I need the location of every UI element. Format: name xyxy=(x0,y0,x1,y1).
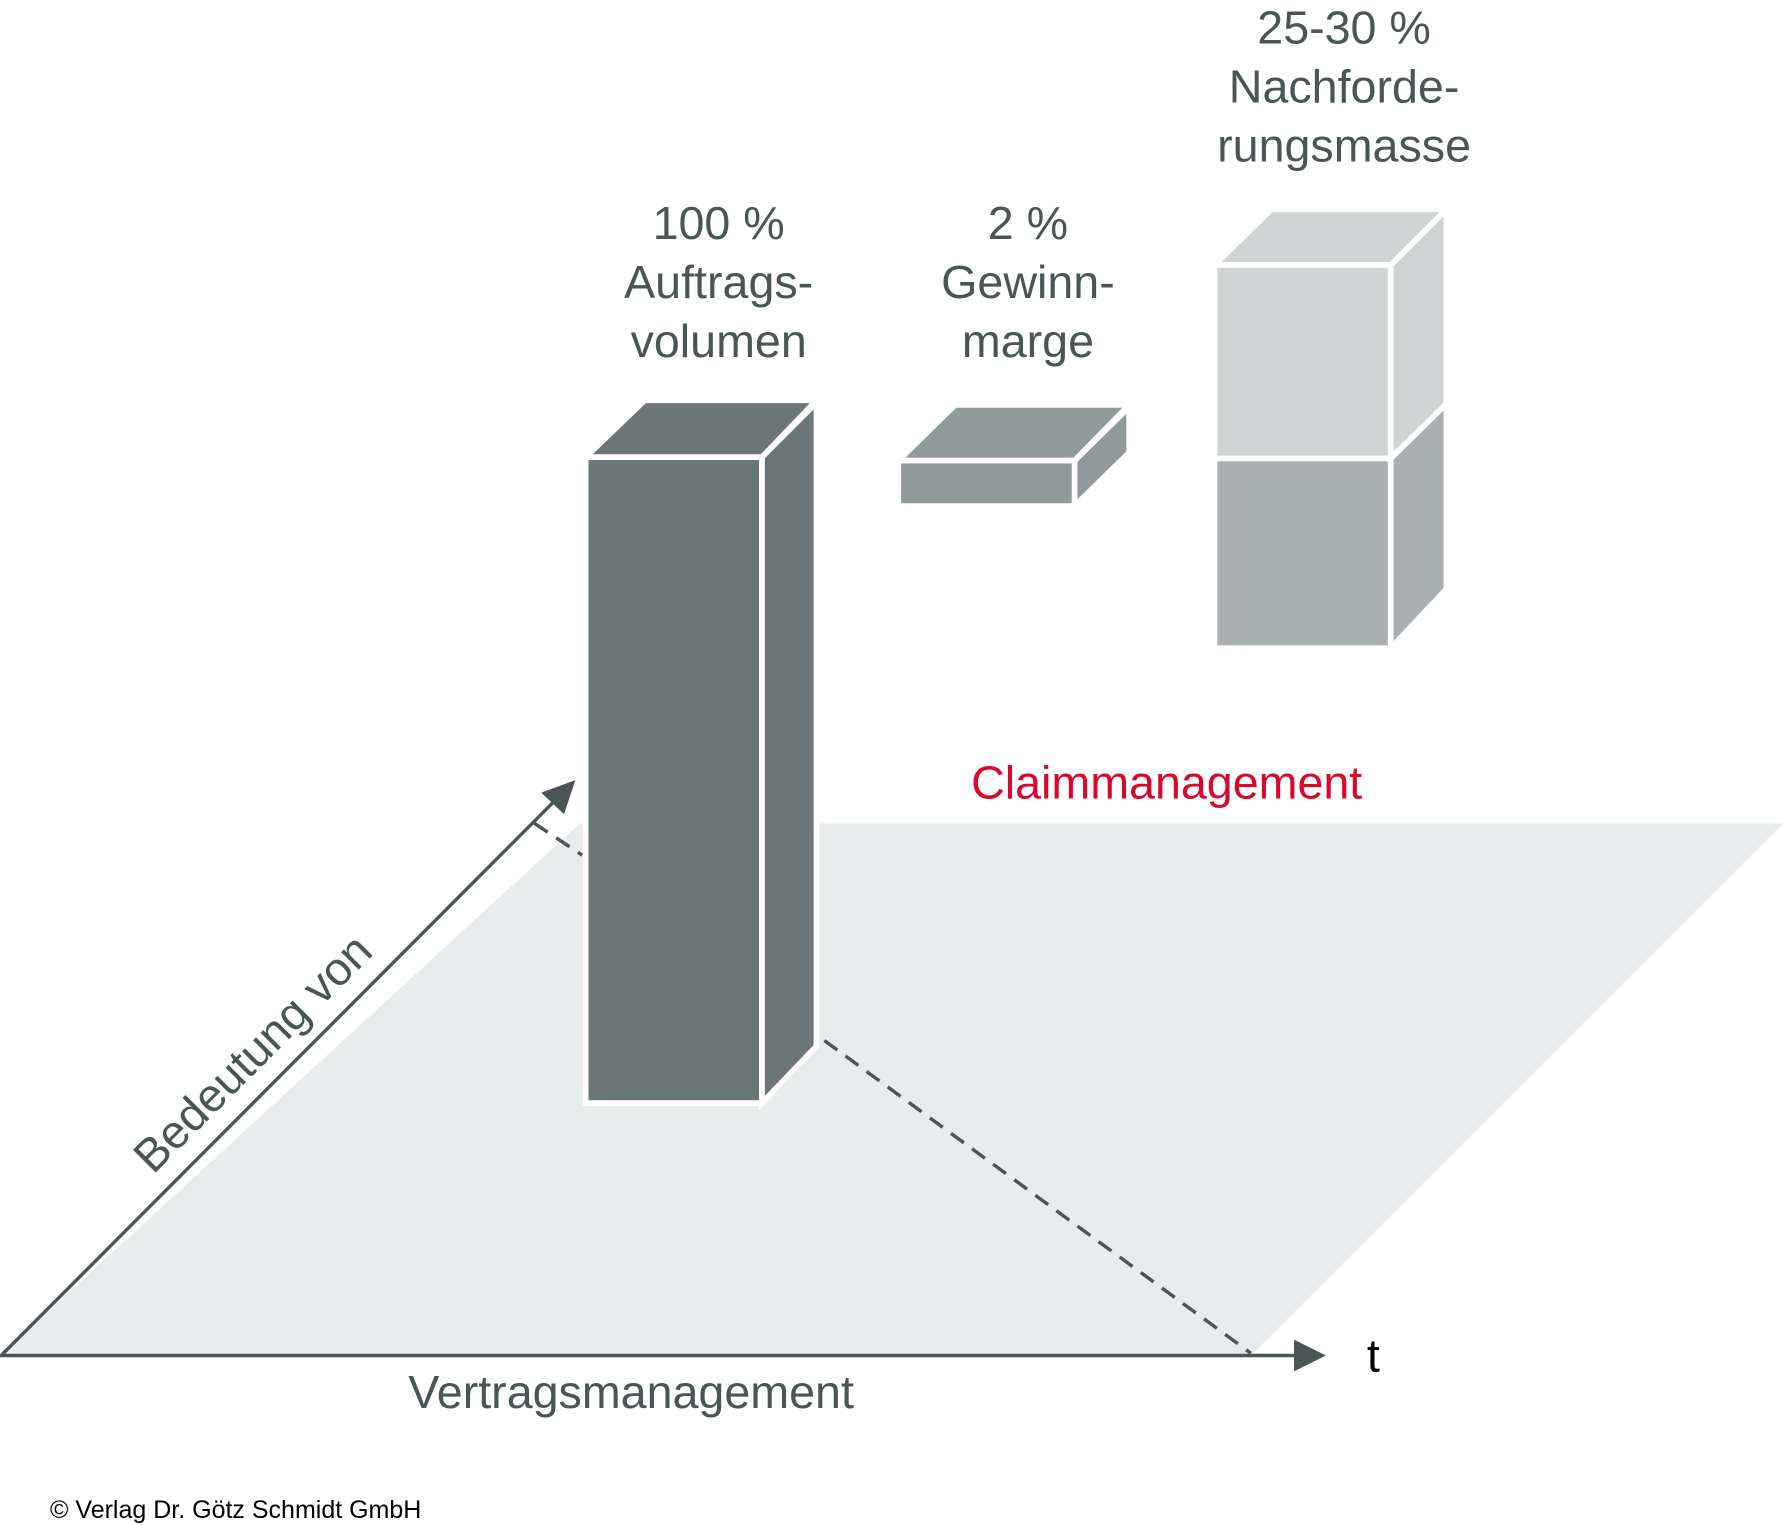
dashed-guide-front xyxy=(823,1039,1252,1355)
importance-axis xyxy=(1,794,561,1356)
time-axis-label: t xyxy=(1367,1329,1380,1381)
claim-management-label: Claimmanagement xyxy=(971,756,1362,808)
bar-1-label-line1: Auftrags- xyxy=(624,256,813,308)
bar-nachforderungsmasse xyxy=(1207,202,1454,656)
bar-2-label-line1: Gewinn- xyxy=(941,256,1115,308)
bar-3-label-line1: Nachforde- xyxy=(1229,60,1460,112)
copyright-notice: © Verlag Dr. Götz Schmidt GmbH xyxy=(50,1496,421,1524)
dashed-guide-back xyxy=(533,821,584,857)
time-axis-arrowhead xyxy=(1294,1339,1326,1372)
bar-2-percent: 2 % xyxy=(988,197,1068,249)
importance-axis-arrowhead xyxy=(541,780,576,815)
bar-2-label-line2: marge xyxy=(962,315,1094,367)
bar-1-label-line2: volumen xyxy=(631,315,807,367)
bar-1-percent: 100 % xyxy=(653,197,785,249)
bar-gewinnmarge xyxy=(891,400,1136,513)
bar-3-percent: 25-30 % xyxy=(1257,1,1431,53)
bar-3-label-line2: rungsmasse xyxy=(1217,120,1471,172)
contract-management-label: Vertragsmanagement xyxy=(408,1366,854,1418)
bar-auftragsvolumen xyxy=(578,395,824,1111)
